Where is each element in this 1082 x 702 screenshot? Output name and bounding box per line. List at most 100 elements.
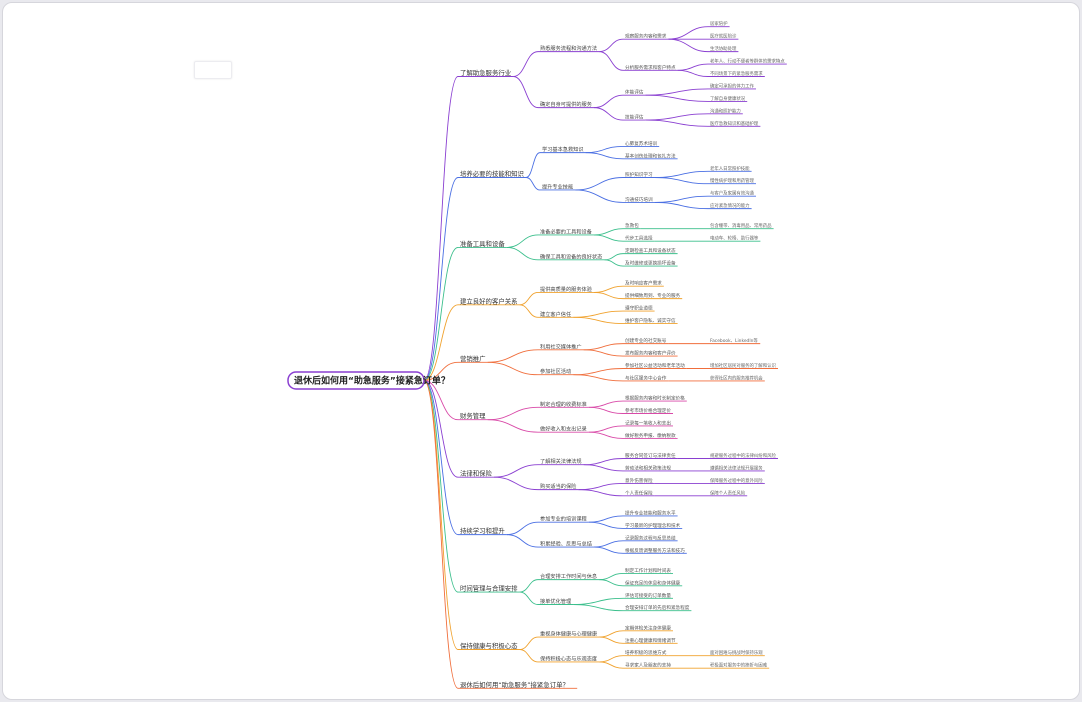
mindmap-node[interactable]: 根据服务内容和时长制定价格 [625,395,685,402]
mindmap-node[interactable]: 积累经验、反思与总结 [540,540,592,548]
mindmap-node[interactable]: 体能评估 [625,89,644,96]
mindmap-node[interactable]: 电动车、轮椅、助行器等 [710,235,759,242]
mindmap-node[interactable]: 及时维修或更换损坏设备 [625,260,676,267]
branch-node[interactable]: 财务管理 [460,411,486,420]
mindmap-node[interactable]: 制定合理的收费标准 [540,400,587,408]
mindmap-node[interactable]: 学习基本急救知识 [542,145,584,153]
mindmap-node[interactable]: 面对困难与挑战时保持乐观 [710,649,763,656]
mindmap-node[interactable]: 提升专业技能 [542,182,573,190]
mindmap-node[interactable]: 熟悉服务流程和沟通方法 [540,44,597,52]
mindmap-node[interactable]: 应对紧急情况的能力 [710,202,750,209]
mindmap-node[interactable]: 慢性病护理和用药管理 [710,177,755,184]
mindmap-node[interactable]: 提升专业技能和服务水平 [625,509,676,516]
mindmap-node[interactable]: 获得社区内的服务推荐机会 [710,374,763,381]
mindmap-node[interactable]: 技能评估 [625,114,644,121]
mindmap-node[interactable]: Facebook、LinkedIn等 [710,337,758,344]
mindmap-node[interactable]: 参加专业的培训课程 [540,515,587,523]
mindmap-node[interactable]: 发布服务内容和客户评价 [625,350,676,357]
mindmap-node[interactable]: 遵循相关法律法规开展服务 [710,464,763,471]
mindmap-node[interactable]: 参考市场价格合理定价 [625,407,671,414]
mindmap-node[interactable]: 参加社区公益活动和老年活动 [625,362,685,369]
mindmap-node[interactable]: 居家陪护 [710,20,728,27]
mindmap-node[interactable]: 建立客户信任 [540,310,571,318]
mindmap-node[interactable]: 保障个人责任风险 [710,489,746,496]
mindmap-node[interactable]: 意外伤害保险 [625,477,653,484]
mindmap-node[interactable]: 购买适当的保险 [540,482,577,490]
mindmap-node[interactable]: 记录每一笔收入和支出 [625,419,671,426]
mindmap-node[interactable]: 老年人、行动不便者等群体的需求特点 [710,58,785,65]
mindmap-node[interactable]: 确定可承担的体力工作 [710,82,755,89]
mindmap-node[interactable]: 老年人日常照护技能 [710,165,750,172]
mindmap-node[interactable]: 劳动法和相关政策法规 [625,464,671,471]
mindmap-node[interactable]: 合理安排订单的先后和紧急程度 [625,604,690,611]
mindmap-node[interactable]: 包含绷带、消毒用品、常用药品 [710,222,772,229]
mindmap-node[interactable]: 生活协助处理 [710,45,737,52]
mindmap-node[interactable]: 利用社交媒体推广 [540,342,582,350]
mindmap-node[interactable]: 准备必要的工具和设备 [540,227,593,235]
mindmap-edge [519,591,539,605]
mindmap-node[interactable]: 参加社区活动 [540,367,571,375]
mindmap-node[interactable]: 与社区服务中心合作 [625,374,667,381]
mindmap-node[interactable]: 定期检查工具和设备状态 [625,247,676,254]
mindmap-node[interactable]: 遵守职业道德 [625,305,653,312]
mindmap-node[interactable]: 医疗急救知识和基础护理 [710,120,759,127]
branch-node[interactable]: 退休后如何用“助急服务”接紧急订单？ [460,680,569,689]
mindmap-edge [423,76,459,381]
mindmap-node[interactable]: 观察服务内容和需求 [625,33,667,40]
mindmap-node[interactable]: 做好税务申报、缴纳税款 [625,432,676,439]
mindmap-node[interactable]: 注重心理健康和情绪调节 [625,637,676,644]
mindmap-node[interactable]: 提供高质量的服务体验 [540,285,593,293]
mindmap-node[interactable]: 服务合同签订与法律责任 [625,452,676,459]
mindmap-node[interactable]: 规避服务过程中的法律纠纷和风险 [710,452,776,459]
mindmap-node[interactable]: 保障服务过程中的意外风险 [710,477,763,484]
mindmap-node[interactable]: 接单优化管理 [540,597,572,605]
mindmap-node[interactable]: 维护客户隐私、诚实守信 [625,317,676,324]
mindmap-edge [583,464,624,472]
mindmap-node[interactable]: 创建专业的社交账号 [625,337,667,344]
mindmap-node[interactable]: 医疗就医陪诊 [710,33,737,40]
mindmap-node[interactable]: 分析服务需求和客户特点 [625,64,676,71]
mindmap-node[interactable]: 重视身体健康与心理健康 [540,630,597,638]
mindmap-node[interactable]: 保持积极心态与乐观态度 [540,654,597,662]
mindmap-node[interactable]: 学习最新的护理理念和技术 [625,522,681,529]
mindmap-node[interactable]: 沟通和照护能力 [710,107,741,114]
branch-node[interactable]: 持续学习和提升 [460,526,505,535]
mindmap-node[interactable]: 急救包 [625,222,639,229]
branch-node[interactable]: 法律和保险 [460,469,493,478]
branch-node[interactable]: 保持健康与积极心态 [460,641,518,650]
mindmap-node[interactable]: 定期体检关注身体健康 [625,624,671,631]
mindmap-node[interactable]: 确定自身可提供的服务 [540,100,592,108]
mindmap-node[interactable]: 沟通技巧培训 [625,196,653,203]
mindmap-node[interactable]: 积极面对服务中的挫折与困难 [710,662,768,669]
mindmap-node[interactable]: 寻求家人及朋友的支持 [625,662,671,669]
mindmap-node[interactable]: 做好收入和支出记录 [540,425,587,433]
mindmap-edge [575,177,624,191]
mindmap-node[interactable]: 了解自身健康状况 [710,95,746,102]
mindmap-node[interactable]: 个人责任保险 [625,489,653,496]
mindmap-node[interactable]: 保证充足的休息和身体健康 [625,579,681,586]
mindmap-node[interactable]: 心肺复苏术培训 [625,140,658,147]
mindmap-node[interactable]: 增加社区居民对服务的了解和认识 [710,362,776,369]
mindmap-node[interactable]: 制定工作计划和时间表 [625,567,671,574]
root-node-label[interactable]: 退休后如何用“助急服务”接紧急订单？ [294,375,450,387]
mindmap-node[interactable]: 确保工具和设备的良好状态 [540,252,602,260]
branch-node[interactable]: 时间管理与合理安排 [460,584,518,593]
mindmap-node[interactable]: 不同场景下的紧急服务需求 [710,70,763,77]
mindmap-node[interactable]: 了解相关法律法规 [540,457,582,465]
branch-node[interactable]: 了解助急服务行业 [460,68,512,77]
branch-node[interactable]: 准备工具和设备 [460,239,505,248]
mindmap-node[interactable]: 及时响应客户需求 [625,280,662,287]
branch-node[interactable]: 建立良好的客户关系 [460,296,518,305]
mindmap-node[interactable]: 记录服务过程与反思总结 [625,534,676,541]
mindmap-node[interactable]: 与客户及家属有效沟通 [710,190,755,197]
branch-node[interactable]: 培养必要的技能和知识 [460,169,525,178]
mindmap-node[interactable]: 照护知识学习 [625,171,653,178]
branch-node[interactable]: 营销推广 [460,354,486,363]
mindmap-node[interactable]: 合理安排工作时间与休息 [540,572,597,580]
mindmap-node[interactable]: 评估可接受的订单数量 [625,592,671,599]
mindmap-node[interactable]: 代步工具选择 [625,235,653,242]
mindmap-node[interactable]: 培养积极的思维方式 [625,649,667,656]
mindmap-node[interactable]: 提供细致周到、专业的服务 [625,292,681,299]
mindmap-node[interactable]: 基本创伤处理和包扎方法 [625,152,676,159]
mindmap-node[interactable]: 根据反馈调整服务方法和技巧 [625,547,685,554]
